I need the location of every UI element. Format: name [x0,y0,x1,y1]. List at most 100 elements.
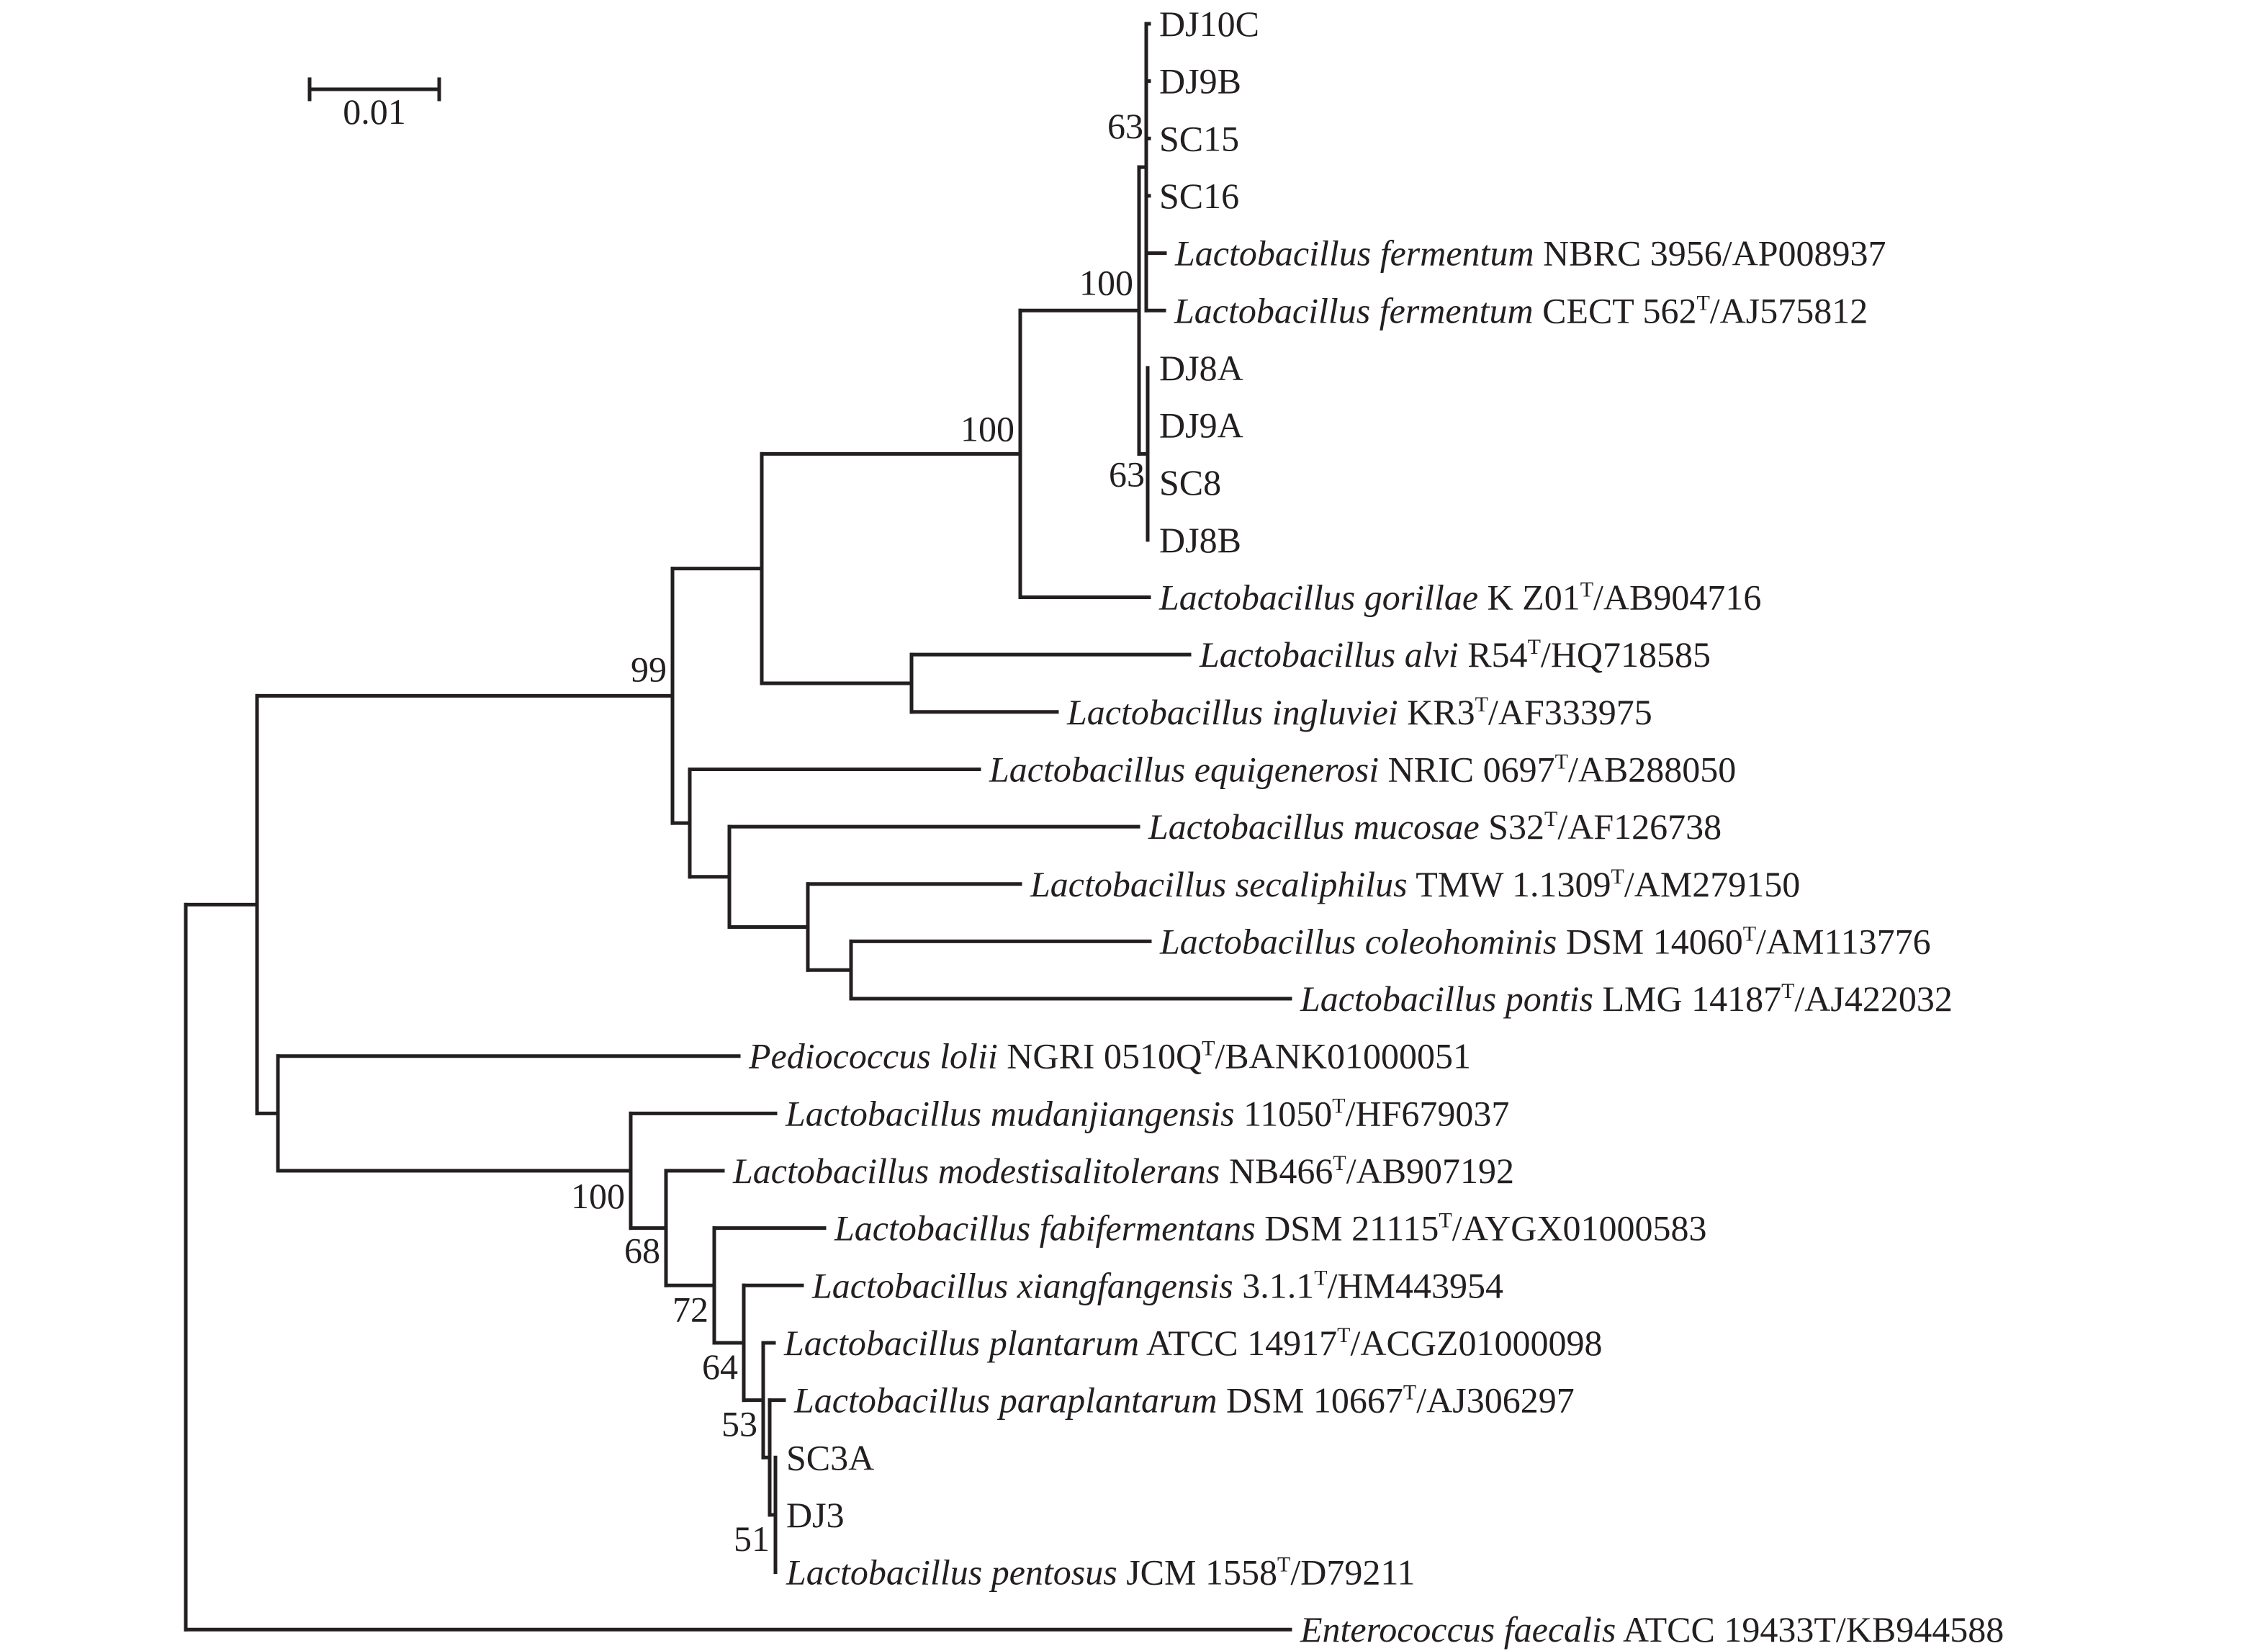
strain-id: ATCC 14917 [1139,1323,1337,1363]
species-name: Lactobacillus pontis [1300,979,1593,1019]
strain-id: NRIC 0697 [1379,749,1554,789]
strain-id: DJ8A [1159,348,1243,388]
species-name: Lactobacillus alvi [1199,634,1459,675]
strain-id: NB466 [1220,1151,1333,1191]
leaf-label-SC15: SC15 [1159,118,1239,158]
species-name: Lactobacillus fabifermentans [834,1208,1256,1249]
species-name: Lactobacillus mudanjiangensis [785,1093,1235,1133]
leaf-label-SC3A: SC3A [786,1437,874,1477]
bootstrap-value: 53 [721,1404,757,1444]
leaf-label-pentosus: Lactobacillus pentosus JCM 1558T/D79211 [786,1552,1415,1593]
leaf-label-paraplantarum: Lactobacillus paraplantarum DSM 10667T/A… [793,1380,1575,1421]
leaf-label-fabifermentans: Lactobacillus fabifermentans DSM 21115T/… [834,1208,1706,1249]
leaf-label-SC8: SC8 [1159,462,1221,503]
type-strain-superscript: T [1403,1381,1416,1405]
type-strain-superscript: T [1743,922,1756,945]
strain-id: DJ10C [1159,4,1259,44]
strain-id: JCM 1558 [1117,1552,1277,1593]
species-name: Pediococcus lolii [748,1036,998,1076]
strain-id: 3.1.1 [1233,1265,1315,1305]
type-strain-superscript: T [1439,1209,1452,1233]
strain-id: K Z01 [1478,577,1580,618]
bootstrap-value: 51 [734,1519,770,1559]
species-name: Lactobacillus modestisalitolerans [732,1151,1220,1191]
bootstrap-value: 100 [1079,262,1133,302]
strain-id: DJ9B [1159,61,1241,102]
leaf-label-SC16: SC16 [1159,176,1239,216]
species-name: Lactobacillus mucosae [1148,806,1480,847]
bootstrap-value: 63 [1109,454,1145,494]
strain-id: KR3 [1398,692,1475,732]
strain-id: TMW 1.1309 [1408,864,1611,904]
strain-id: DSM 10667 [1218,1380,1403,1421]
strain-id: SC3A [786,1437,874,1477]
leaf-label-xiangfangensis: Lactobacillus xiangfangensis 3.1.1T/HM44… [811,1265,1503,1305]
bootstrap-value: 64 [702,1346,738,1387]
accession-number: /AM279150 [1624,864,1800,904]
type-strain-superscript: T [1528,635,1541,659]
strain-id: SC15 [1159,118,1239,158]
strain-id: 11050 [1235,1093,1333,1133]
strain-id: R54 [1459,634,1528,675]
accession-number: /AB904716 [1593,577,1761,618]
type-strain-superscript: T [1611,865,1624,889]
type-strain-superscript: T [1580,578,1593,602]
bootstrap-value: 99 [631,649,667,689]
tree-branches [184,22,1292,1632]
species-name: Lactobacillus paraplantarum [793,1380,1218,1421]
species-name: Lactobacillus plantarum [783,1323,1139,1363]
leaf-label-DJ10C: DJ10C [1159,4,1259,44]
species-name: Enterococcus faecalis [1300,1609,1616,1650]
accession-number: /D79211 [1290,1552,1415,1593]
bootstrap-value: 63 [1107,106,1143,146]
bootstrap-value: 100 [571,1176,625,1216]
species-name: Lactobacillus coleohominis [1159,921,1557,961]
bootstrap-value: 72 [672,1289,708,1329]
accession-number: /AJ575812 [1710,290,1868,330]
accession-number: /AB907192 [1346,1151,1514,1191]
strain-id: ATCC 19433T/KB944588 [1616,1609,2004,1650]
type-strain-superscript: T [1696,291,1709,315]
leaf-label-pediococcus-lolii: Pediococcus lolii NGRI 0510QT/BANK010000… [748,1036,1471,1076]
strain-id: LMG 14187 [1593,979,1781,1019]
species-name: Lactobacillus gorillae [1158,577,1478,618]
strain-id: DJ9A [1159,405,1243,446]
leaf-label-enterococcus-faecalis: Enterococcus faecalis ATCC 19433T/KB9445… [1300,1609,2004,1650]
leaf-label-alvi: Lactobacillus alvi R54T/HQ718585 [1199,634,1711,675]
strain-id: DSM 14060 [1557,921,1742,961]
leaf-label-mudanjiangensis: Lactobacillus mudanjiangensis 11050T/HF6… [785,1093,1509,1133]
leaf-label-pontis: Lactobacillus pontis LMG 14187T/AJ422032 [1300,979,1953,1019]
accession-number: /HQ718585 [1541,634,1711,675]
leaf-label-secaliphilus: Lactobacillus secaliphilus TMW 1.1309T/A… [1030,864,1800,904]
scale-bar: 0.01 [307,77,441,132]
accession-number: /AJ422032 [1794,979,1952,1019]
type-strain-superscript: T [1781,979,1794,1003]
leaf-label-ingluviei: Lactobacillus ingluviei KR3T/AF333975 [1066,692,1652,732]
type-strain-superscript: T [1333,1151,1346,1175]
accession-number: /AF126738 [1557,806,1722,847]
species-name: Lactobacillus xiangfangensis [811,1265,1233,1305]
leaf-label-gorillae: Lactobacillus gorillae K Z01T/AB904716 [1158,577,1761,618]
strain-id: SC16 [1159,176,1239,216]
species-name: Lactobacillus pentosus [786,1552,1117,1593]
leaf-label-fermentum-cect: Lactobacillus fermentum CECT 562T/AJ5758… [1174,290,1868,330]
type-strain-superscript: T [1475,693,1488,716]
leaf-label-DJ9B: DJ9B [1159,61,1241,102]
accession-number: /HF679037 [1346,1093,1510,1133]
leaf-label-plantarum: Lactobacillus plantarum ATCC 14917T/ACGZ… [783,1323,1602,1363]
accession-number: /AM113776 [1756,921,1931,961]
type-strain-superscript: T [1277,1553,1290,1577]
strain-id: DSM 21115 [1256,1208,1439,1249]
type-strain-superscript: T [1555,750,1568,773]
strain-id: NGRI 0510Q [998,1036,1202,1076]
species-name: Lactobacillus ingluviei [1066,692,1398,732]
leaf-label-DJ3: DJ3 [786,1495,845,1535]
species-name: Lactobacillus fermentum [1174,233,1534,274]
type-strain-superscript: T [1332,1094,1345,1117]
strain-id: SC8 [1159,462,1221,503]
leaf-label-fermentum-nbrc: Lactobacillus fermentum NBRC 3956/AP0089… [1174,233,1886,274]
leaf-label-DJ8A: DJ8A [1159,348,1243,388]
